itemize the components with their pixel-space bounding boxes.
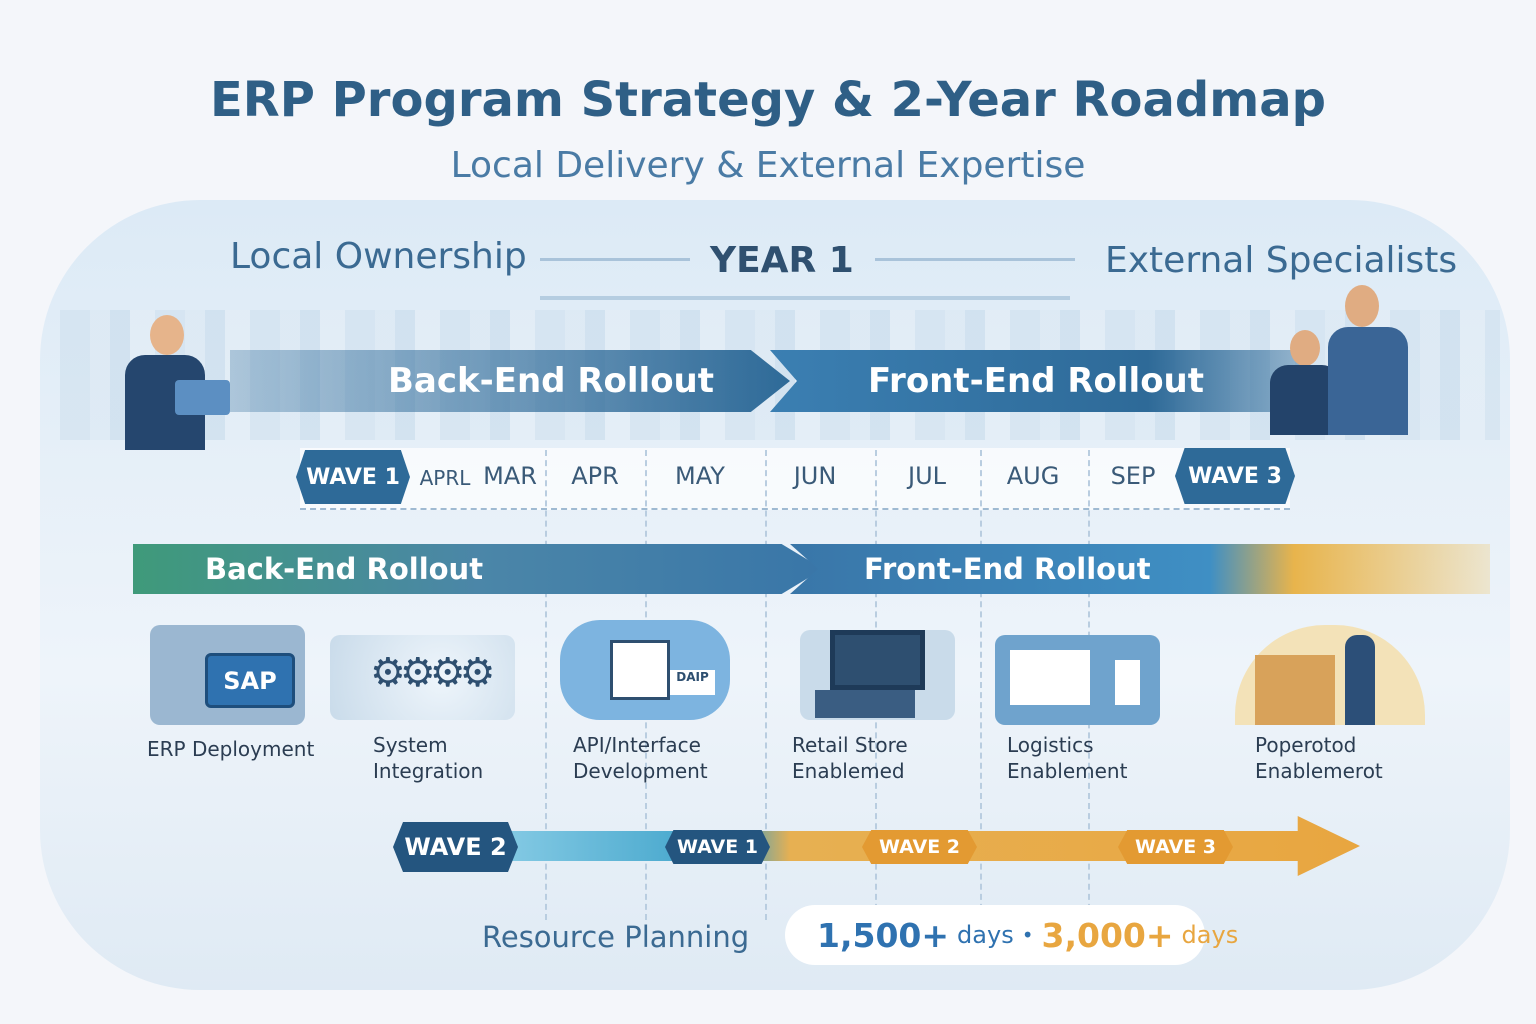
sap-server-icon: SAP <box>150 625 305 725</box>
month-label: JUN <box>793 462 837 490</box>
mid-front-end-band: Front-End Rollout <box>790 544 1490 594</box>
external-days-unit: days <box>1181 921 1239 949</box>
workstream-label: Enablemed <box>792 759 905 783</box>
double-arrow-icon <box>540 296 1070 300</box>
wave-2-bottom-marker-orange: WAVE 2 <box>862 830 977 864</box>
timeline-row <box>300 448 1290 510</box>
workstream-label: Retail Store <box>792 733 908 757</box>
month-label: AUG <box>1006 462 1060 490</box>
month-label: APR <box>571 462 619 490</box>
workstream-erp-deployment: ERP Deployment <box>147 736 314 762</box>
wave-1-bottom-marker: WAVE 1 <box>665 830 770 864</box>
year-label: YEAR 1 <box>710 240 854 281</box>
mid-back-end-band: Back-End Rollout <box>133 544 823 594</box>
local-ownership-label: Local Ownership <box>230 236 527 277</box>
band-label: Front-End Rollout <box>864 552 1151 586</box>
workstream-label: API/Interface <box>573 733 701 757</box>
local-days-unit: days <box>957 921 1014 949</box>
band-label: Back-End Rollout <box>205 552 484 586</box>
resource-days-pill: 1,500+ days • 3,000+ days <box>785 905 1238 965</box>
workstream-label: Enablement <box>1007 759 1128 783</box>
month-label: MAR <box>483 462 537 490</box>
arrow-left-icon <box>875 258 1075 261</box>
gridline <box>765 450 767 920</box>
local-days-value: 1,500+ <box>817 915 950 955</box>
top-back-end-band: Back-End Rollout <box>230 350 790 412</box>
retail-store-pos-icon <box>800 630 955 720</box>
gears-icon: ⚙⚙⚙⚙ <box>330 635 515 720</box>
page-title: ERP Program Strategy & 2-Year Roadmap <box>209 72 1327 128</box>
external-specialists-people-icon <box>1270 285 1420 435</box>
workstream-label: Development <box>573 759 708 783</box>
local-owner-person-icon <box>120 315 230 450</box>
wave-2-bottom-marker: WAVE 2 <box>393 822 518 872</box>
workstream-label: Enablemerot <box>1255 759 1383 783</box>
month-label: MAY <box>675 462 725 490</box>
arrow-right-icon <box>540 258 690 261</box>
api-interface-icon: DAIP <box>560 620 730 720</box>
page-subtitle: Local Delivery & External Expertise <box>450 145 1086 186</box>
wave-3-bottom-marker: WAVE 3 <box>1118 830 1233 864</box>
gridline <box>545 450 547 920</box>
wave-3-top-marker: WAVE 3 <box>1175 448 1295 504</box>
api-icon-label: DAIP <box>670 670 715 695</box>
resource-planning-label: Resource Planning <box>482 920 750 954</box>
month-label: SEP <box>1110 462 1156 490</box>
logistics-dashboard-icon <box>995 635 1160 725</box>
workstream-label: System <box>373 733 448 757</box>
external-specialists-label: External Specialists <box>1105 240 1458 281</box>
sap-logo: SAP <box>205 653 295 708</box>
month-label: APRL <box>419 466 471 490</box>
band-label: Front-End Rollout <box>868 361 1205 401</box>
workstream-label: Poperotod <box>1255 733 1357 757</box>
workstream-label: Integration <box>373 759 484 783</box>
workstream-label: Logistics <box>1007 733 1094 757</box>
gridline <box>980 450 982 920</box>
band-label: Back-End Rollout <box>388 361 715 401</box>
workstream-label: ERP Deployment <box>147 737 315 761</box>
external-days-value: 3,000+ <box>1041 915 1174 955</box>
month-label: JUL <box>907 462 946 490</box>
top-front-end-band: Front-End Rollout <box>770 350 1310 412</box>
separator-dot: • <box>1021 923 1034 947</box>
wave-1-top-marker: WAVE 1 <box>296 450 410 504</box>
